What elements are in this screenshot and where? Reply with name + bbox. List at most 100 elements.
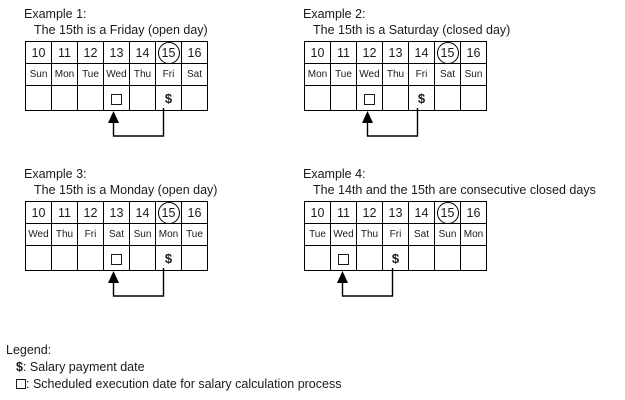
calendar-weekday-cell: Fri — [382, 223, 409, 246]
dollar-icon: $ — [417, 90, 426, 106]
calendar-weekday-cell: Tue — [181, 223, 208, 246]
calendar-mark-row: $ — [25, 85, 208, 111]
calendar-mark-cell — [304, 245, 331, 271]
calendar-mark-cell — [408, 245, 435, 271]
square-box-icon — [364, 93, 375, 105]
calendar-mark-cell — [181, 85, 208, 111]
calendar-weekday-cell: Sun — [434, 223, 461, 246]
legend-item-salary-payment: $: Salary payment date — [6, 359, 341, 376]
date-number: 15 — [440, 45, 455, 60]
square-box-icon — [338, 253, 349, 265]
calendar-mark-row: $ — [304, 85, 487, 111]
calendar-weekday-cell: Sat — [181, 63, 208, 86]
date-number: 13 — [388, 205, 403, 220]
date-number: 14 — [414, 45, 429, 60]
example-title: Example 4: — [303, 167, 366, 181]
connector-arrow — [108, 268, 165, 297]
square-box-icon — [111, 253, 122, 265]
example-title: Example 2: — [303, 7, 366, 21]
calendar-weekday-cell: Sun — [129, 223, 156, 246]
calendar-weekday-cell: Mon — [460, 223, 487, 246]
calendar-mark-cell — [460, 245, 487, 271]
date-number: 16 — [187, 45, 202, 60]
example-subtitle: The 15th is a Friday (open day) — [34, 23, 208, 37]
date-number: 15 — [161, 205, 176, 220]
calendar-mark-cell — [25, 85, 52, 111]
calendar-weekday-cell: Sun — [25, 63, 52, 86]
calendar-date-cell: 14 — [129, 201, 156, 224]
date-number: 12 — [362, 45, 377, 60]
calendar-date-cell: 12 — [77, 201, 104, 224]
calendar-mark-cell — [77, 85, 104, 111]
calendar-date-cell: 11 — [330, 201, 357, 224]
date-number: 10 — [310, 205, 325, 220]
date-number: 10 — [310, 45, 325, 60]
calendar-date-cell: 10 — [25, 201, 52, 224]
example-title: Example 3: — [24, 167, 87, 181]
calendar-date-cell: 12 — [356, 201, 383, 224]
example-subtitle: The 15th is a Monday (open day) — [34, 183, 218, 197]
date-number: 11 — [58, 205, 71, 220]
dollar-icon: $ — [164, 250, 173, 266]
calendar-weekday-cell: Wed — [103, 63, 130, 86]
date-number: 11 — [337, 45, 350, 60]
calendar-mark-cell — [382, 85, 409, 111]
legend: Legend: $: Salary payment date : Schedul… — [6, 342, 341, 393]
calendar-date-cell: 16 — [460, 201, 487, 224]
calendar-mark-cell — [25, 245, 52, 271]
arrowhead-icon — [108, 111, 119, 123]
calendar-mark-row: $ — [304, 245, 487, 271]
arrowhead-icon — [337, 271, 348, 283]
calendar-mark-cell — [129, 85, 156, 111]
calendar-date-cell: 11 — [51, 41, 78, 64]
connector-arrow — [337, 268, 394, 297]
calendar-mark-cell — [51, 245, 78, 271]
example-subtitle: The 15th is a Saturday (closed day) — [313, 23, 511, 37]
calendar-weekday-cell: Sun — [460, 63, 487, 86]
dollar-icon: $ — [391, 250, 400, 266]
date-number: 12 — [362, 205, 377, 220]
arrowhead-icon — [362, 111, 373, 123]
arrowhead-icon — [108, 271, 119, 283]
calendar-weekday-cell: Thu — [356, 223, 383, 246]
calendar-mark-cell — [330, 245, 357, 271]
square-box-icon — [111, 93, 122, 105]
dollar-icon: $ — [164, 90, 173, 106]
calendar-mark-cell: $ — [155, 85, 182, 111]
calendar-mark-cell — [434, 245, 461, 271]
calendar-date-cell: 13 — [382, 201, 409, 224]
calendar-mark-row: $ — [25, 245, 208, 271]
date-number: 14 — [135, 45, 150, 60]
calendar-date-cell: 16 — [460, 41, 487, 64]
date-number: 13 — [109, 205, 124, 220]
date-number: 16 — [466, 45, 481, 60]
calendar-date-cell: 11 — [51, 201, 78, 224]
date-number: 16 — [187, 205, 202, 220]
date-number: 11 — [58, 45, 71, 60]
date-number: 12 — [83, 205, 98, 220]
calendar-weekday-cell: Wed — [330, 223, 357, 246]
date-number: 10 — [31, 205, 46, 220]
example-block-3: Example 3: The 15th is a Monday (open da… — [24, 166, 218, 297]
calendar-weekday-cell: Sat — [103, 223, 130, 246]
connector-arrow — [108, 108, 165, 137]
date-number: 13 — [109, 45, 124, 60]
date-number: 14 — [135, 205, 150, 220]
calendar-mark-cell — [460, 85, 487, 111]
calendar-mark-cell: $ — [155, 245, 182, 271]
dollar-icon: $ — [16, 360, 23, 374]
calendar-mark-cell — [304, 85, 331, 111]
calendar-weekday-cell: Wed — [25, 223, 52, 246]
calendar-date-cell: 10 — [304, 201, 331, 224]
date-number: 13 — [388, 45, 403, 60]
calendar-mark-cell — [356, 85, 383, 111]
